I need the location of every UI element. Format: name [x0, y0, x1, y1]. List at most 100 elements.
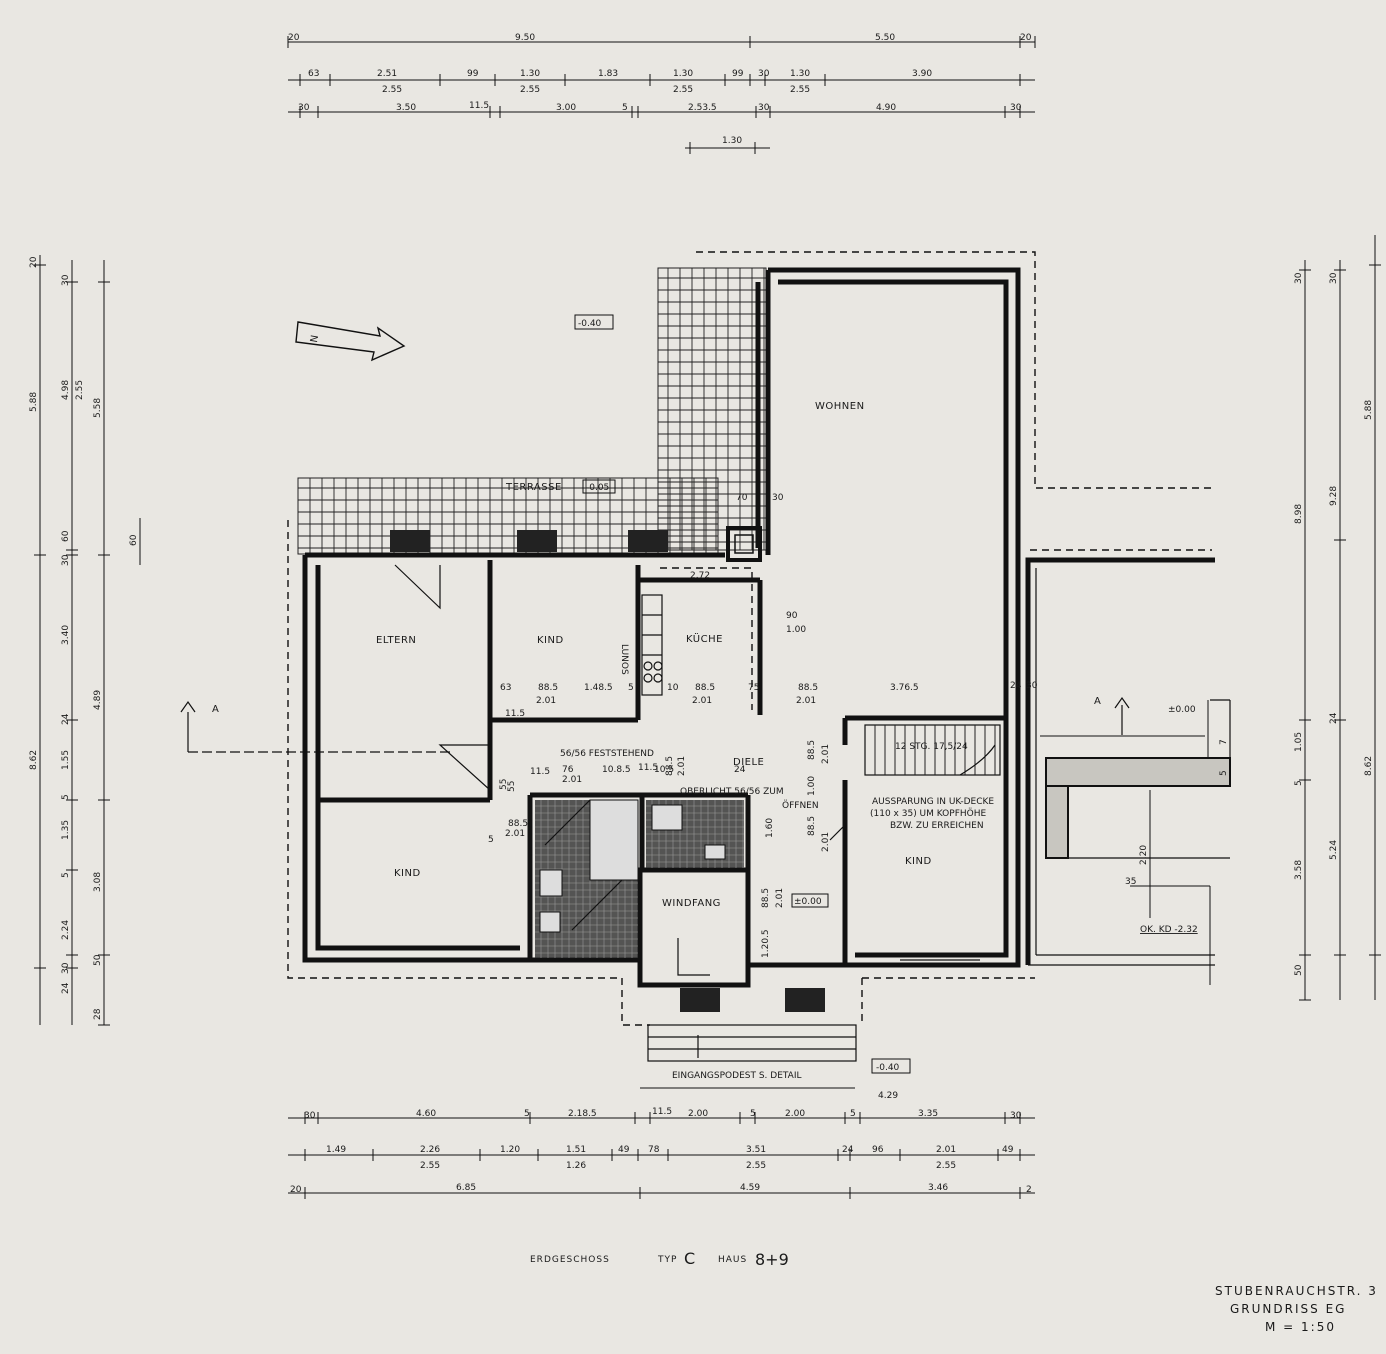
dim-text: 20 — [29, 256, 39, 268]
dim-text: 2.01 — [692, 696, 712, 706]
dim-text: 20 — [1020, 33, 1032, 43]
dim-text: 2.55 — [673, 85, 693, 95]
dim-text: 1.35 — [61, 820, 71, 840]
note-aussparung-1: AUSSPARUNG IN UK-DECKE — [872, 797, 994, 807]
dim-text: 11.5 — [530, 767, 550, 777]
dim-text: 3.40 — [61, 625, 71, 645]
room-label-kind-2: KIND — [394, 868, 421, 879]
dim-text: 1.00 — [786, 625, 806, 635]
bathroom-tiles — [535, 799, 744, 958]
dim-text: 10.8.5 — [602, 765, 631, 775]
exterior-walls — [302, 267, 1021, 988]
dim-text: 3.58 — [1294, 860, 1304, 880]
level-boxes — [574, 314, 911, 1074]
level-floor: ±0.00 — [794, 897, 822, 907]
dim-text: 1.20 — [500, 1145, 520, 1155]
dim-text: 30 — [1010, 1111, 1022, 1121]
dim-text: 55 — [499, 779, 509, 790]
dim-text: 5 — [750, 1109, 756, 1119]
dim-text: 2.55 — [520, 85, 540, 95]
dim-text: 2.01 — [821, 832, 831, 852]
dim-text: 30 — [61, 554, 71, 566]
note-aussparung-2: (110 x 35) UM KOPFHÖHE — [870, 808, 986, 819]
dim-text: 5 — [61, 794, 71, 800]
title-typ-label: TYP — [657, 1255, 677, 1265]
dim-text: 8.62 — [29, 750, 39, 770]
note-lunos: LUNOS — [619, 644, 629, 675]
dim-text: 4.59 — [740, 1183, 760, 1193]
dim-text: 5.50 — [875, 33, 895, 43]
dim-text: 30 — [61, 962, 71, 974]
level-basement: OK. KD -2.32 — [1140, 925, 1198, 935]
dim-text: 10.5 — [654, 765, 674, 775]
dim-text: 1.60 — [765, 818, 775, 838]
dim-text: 24 — [61, 982, 71, 994]
dim-text: 2.55 — [382, 85, 402, 95]
dim-text: 30 — [61, 274, 71, 286]
dim-text: 3.00 — [556, 103, 576, 113]
dim-text: 70 — [736, 493, 748, 503]
dim-text: 88.5 — [761, 888, 771, 908]
room-label-windfang: WINDFANG — [662, 898, 721, 909]
north-arrow — [295, 321, 406, 362]
dim-text: 3.46 — [928, 1183, 948, 1193]
dim-text: 4.98 — [61, 380, 71, 400]
dim-text: 2.01 — [775, 888, 785, 908]
dim-text: 30 — [772, 493, 784, 503]
dim-text: 4.90 — [876, 103, 896, 113]
dim-text: 30 — [1329, 272, 1339, 284]
dim-text: 88.5 — [695, 683, 715, 693]
title-block: ERDGESCHOSS TYP C HAUS 8+9 STUBENRAUCHST… — [530, 1249, 1376, 1334]
dim-text: 3.08 — [93, 872, 103, 892]
staircase — [864, 724, 1001, 776]
dim-text: 2.01 — [936, 1145, 956, 1155]
interior-walls — [318, 560, 1006, 965]
dim-text: 5 — [1294, 780, 1304, 786]
door-swings — [394, 564, 846, 976]
dimension-lines — [34, 36, 1381, 1199]
level-section: ±0.00 — [1168, 705, 1196, 715]
level-entry: -0.40 — [876, 1063, 900, 1073]
dim-text: 9.28 — [1329, 486, 1339, 506]
dim-text: 2.55 — [790, 85, 810, 95]
level-terrasse: -0.05 — [586, 483, 609, 493]
dim-text: 30 — [758, 69, 770, 79]
dim-text: 96 — [872, 1145, 884, 1155]
dim-text: 11.5 — [505, 709, 525, 719]
kitchen-fixtures — [641, 526, 762, 696]
dim-text: 1.30 — [722, 136, 742, 146]
note-oberlicht-2: ÖFFNEN — [782, 800, 819, 811]
dim-text: 3.51 — [746, 1145, 766, 1155]
dim-text: 75 — [748, 683, 759, 693]
dim-text: 4.89 — [93, 690, 103, 710]
dim-text: 4.29 — [878, 1091, 898, 1101]
room-label-kueche: KÜCHE — [686, 632, 723, 645]
dim-text: 5 — [524, 1109, 530, 1119]
dim-text: 3.90 — [912, 69, 932, 79]
section-label-a-left: A — [212, 704, 219, 715]
dim-text: 8.98 — [1294, 504, 1304, 524]
dim-text: 20 — [288, 33, 300, 43]
note-aussparung-3: BZW. ZU ERREICHEN — [890, 821, 984, 831]
dim-text: 3.76.5 — [890, 683, 919, 693]
dim-text: 8.62 — [1364, 756, 1374, 776]
dim-text: 24 — [734, 765, 746, 775]
dim-text: 88.5 — [807, 816, 817, 836]
dim-text: 49 — [618, 1145, 630, 1155]
dim-text: 2.00 — [785, 1109, 805, 1119]
dim-text: 1.00 — [807, 776, 817, 796]
note-stairs: 12 STG. 17,5/24 — [895, 742, 968, 752]
room-label-diele: DIELE — [733, 757, 764, 768]
dim-text: 1.30 — [520, 69, 540, 79]
dim-text: 10 — [667, 683, 679, 693]
dim-text: 88.5 — [798, 683, 818, 693]
dim-text: 1.51 — [566, 1145, 586, 1155]
dim-text: 63 — [500, 683, 511, 693]
dim-text: 5.24 — [1329, 840, 1339, 860]
dim-text: 5 — [850, 1109, 856, 1119]
dim-text: 4.60 — [416, 1109, 436, 1119]
dim-text: 88.5 — [807, 740, 817, 760]
room-label-terrasse: TERRASSE — [505, 482, 562, 493]
dims-left: 20 5.88 8.62 30 4.98 60 30 3.40 24 1.55 … — [29, 256, 139, 1020]
